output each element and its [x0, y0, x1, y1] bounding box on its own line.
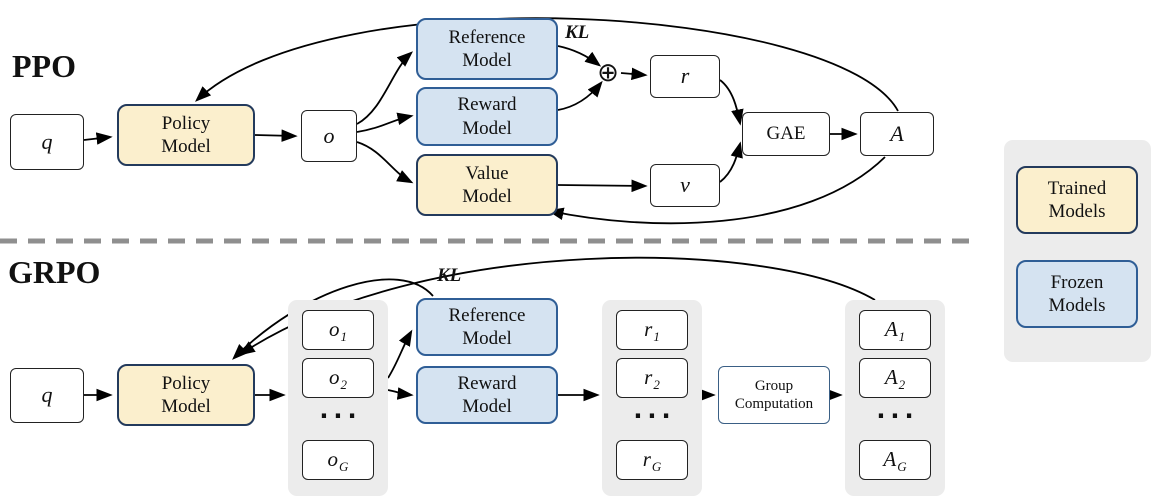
- ppo-reward-model-box: Reward Model: [416, 87, 558, 146]
- ppo-query-box: q: [10, 114, 84, 170]
- grpo-advantage-g-box: AG: [859, 440, 931, 480]
- grpo-policy-model-line2: Model: [161, 396, 211, 417]
- grpo-reward-1-box: r1: [616, 310, 688, 350]
- arrow-grpo-outputs-to-reward: [387, 387, 414, 400]
- arrow-ppo-o-to-reward: [356, 112, 414, 133]
- ppo-policy-model-line1: Policy: [161, 112, 211, 134]
- ppo-reference-model-box: Reference Model: [416, 18, 558, 80]
- arrow-ppo-oplus-to-r: [620, 67, 648, 81]
- grpo-advantage-2-label: A2: [884, 365, 906, 393]
- arrow-ppo-o-to-reference: [356, 51, 414, 125]
- ppo-gae-label: GAE: [766, 123, 806, 145]
- ppo-policy-model-line2: Model: [161, 136, 211, 157]
- arrow-grpo-kl-reference-to-policy: [232, 278, 434, 360]
- ppo-advantage-label: A: [890, 120, 904, 146]
- ppo-advantage-box: A: [860, 112, 934, 156]
- ppo-policy-model-box: Policy Model: [117, 104, 255, 166]
- ppo-gae-box: GAE: [742, 112, 830, 156]
- grpo-reward-1-label: r1: [644, 317, 660, 345]
- grpo-advantage-1-label: A1: [884, 317, 906, 345]
- ppo-reference-model-line1: Reference: [448, 26, 526, 48]
- grpo-reward-2-box: r2: [616, 358, 688, 398]
- ppo-output-box: o: [301, 110, 357, 162]
- ppo-reward-model-line2: Model: [462, 117, 512, 139]
- grpo-query-box: q: [10, 368, 84, 423]
- grpo-advantages-ellipsis: ···: [876, 402, 919, 431]
- grpo-group-computation-line1: Group: [754, 377, 794, 394]
- arrow-ppo-v-to-gae: [719, 141, 743, 183]
- grpo-output-g-label: oG: [327, 447, 349, 475]
- arrow-ppo-policy-to-o: [254, 129, 298, 142]
- grpo-reward-model-line2: Model: [462, 396, 512, 417]
- grpo-group-computation-box: Group Computation: [718, 366, 830, 424]
- grpo-advantage-g-label: AG: [883, 447, 907, 475]
- ppo-output-label: o: [323, 122, 335, 148]
- ppo-reference-model-line2: Model: [462, 50, 512, 71]
- grpo-outputs-ellipsis: ···: [319, 402, 362, 431]
- grpo-kl-label: KL: [437, 265, 462, 286]
- grpo-rewards-ellipsis: ···: [633, 402, 676, 431]
- ppo-kl-label: KL: [565, 22, 590, 43]
- grpo-output-1-box: o1: [302, 310, 374, 350]
- ppo-reward-model-line1: Reward: [457, 94, 517, 116]
- ppo-value-model-line2: Model: [462, 186, 512, 207]
- grpo-reward-g-label: rG: [642, 447, 662, 475]
- arrow-ppo-reference-to-oplus: [557, 45, 602, 67]
- legend-trained-line1: Trained: [1047, 177, 1107, 199]
- ppo-value-estimate-box: v: [650, 164, 720, 207]
- legend-frozen-line2: Models: [1048, 295, 1106, 316]
- grpo-query-label: q: [41, 382, 53, 408]
- ppo-value-model-line1: Value: [465, 162, 509, 184]
- grpo-group-computation-line2: Computation: [734, 396, 814, 412]
- grpo-reference-model-line2: Model: [462, 328, 512, 349]
- arrow-ppo-feedback-to-value: [547, 156, 886, 225]
- arrow-ppo-a-to-policy-feedback: [195, 17, 899, 112]
- grpo-advantage-2-box: A2: [859, 358, 931, 398]
- ppo-section-label: PPO: [12, 48, 76, 84]
- arrow-ppo-q-to-policy: [83, 132, 113, 145]
- ppo-reward-value-label: r: [680, 63, 690, 89]
- grpo-policy-model-box: Policy Model: [117, 364, 255, 426]
- ppo-query-label: q: [41, 128, 53, 154]
- grpo-reward-model-box: Reward Model: [416, 366, 558, 424]
- grpo-reference-model-box: Reference Model: [416, 298, 558, 356]
- grpo-section-label: GRPO: [8, 254, 101, 290]
- legend-frozen-models-box: Frozen Models: [1016, 260, 1138, 328]
- arrow-ppo-o-to-value: [356, 141, 414, 184]
- grpo-output-2-label: o2: [329, 365, 347, 393]
- arrow-ppo-value-to-v: [557, 179, 648, 193]
- grpo-output-1-label: o1: [329, 317, 347, 345]
- grpo-output-g-box: oG: [302, 440, 374, 480]
- grpo-reward-model-line1: Reward: [457, 372, 517, 394]
- grpo-reference-model-line1: Reference: [448, 304, 526, 326]
- ppo-value-model-box: Value Model: [416, 154, 558, 216]
- grpo-policy-model-line1: Policy: [161, 372, 211, 394]
- grpo-reward-2-label: r2: [644, 365, 660, 393]
- legend-trained-models-box: Trained Models: [1016, 166, 1138, 234]
- arrow-grpo-outputs-to-reference: [387, 329, 413, 379]
- arrow-ppo-r-to-gae: [719, 79, 744, 126]
- grpo-advantage-1-box: A1: [859, 310, 931, 350]
- grpo-reward-g-box: rG: [616, 440, 688, 480]
- legend-trained-line2: Models: [1048, 201, 1106, 222]
- ppo-reward-value-box: r: [650, 55, 720, 98]
- grpo-output-2-box: o2: [302, 358, 374, 398]
- ppo-value-estimate-label: v: [680, 172, 690, 198]
- circled-plus-icon: ⊕: [597, 58, 619, 88]
- legend-frozen-line1: Frozen: [1050, 271, 1104, 293]
- arrow-ppo-reward-to-oplus: [557, 80, 603, 111]
